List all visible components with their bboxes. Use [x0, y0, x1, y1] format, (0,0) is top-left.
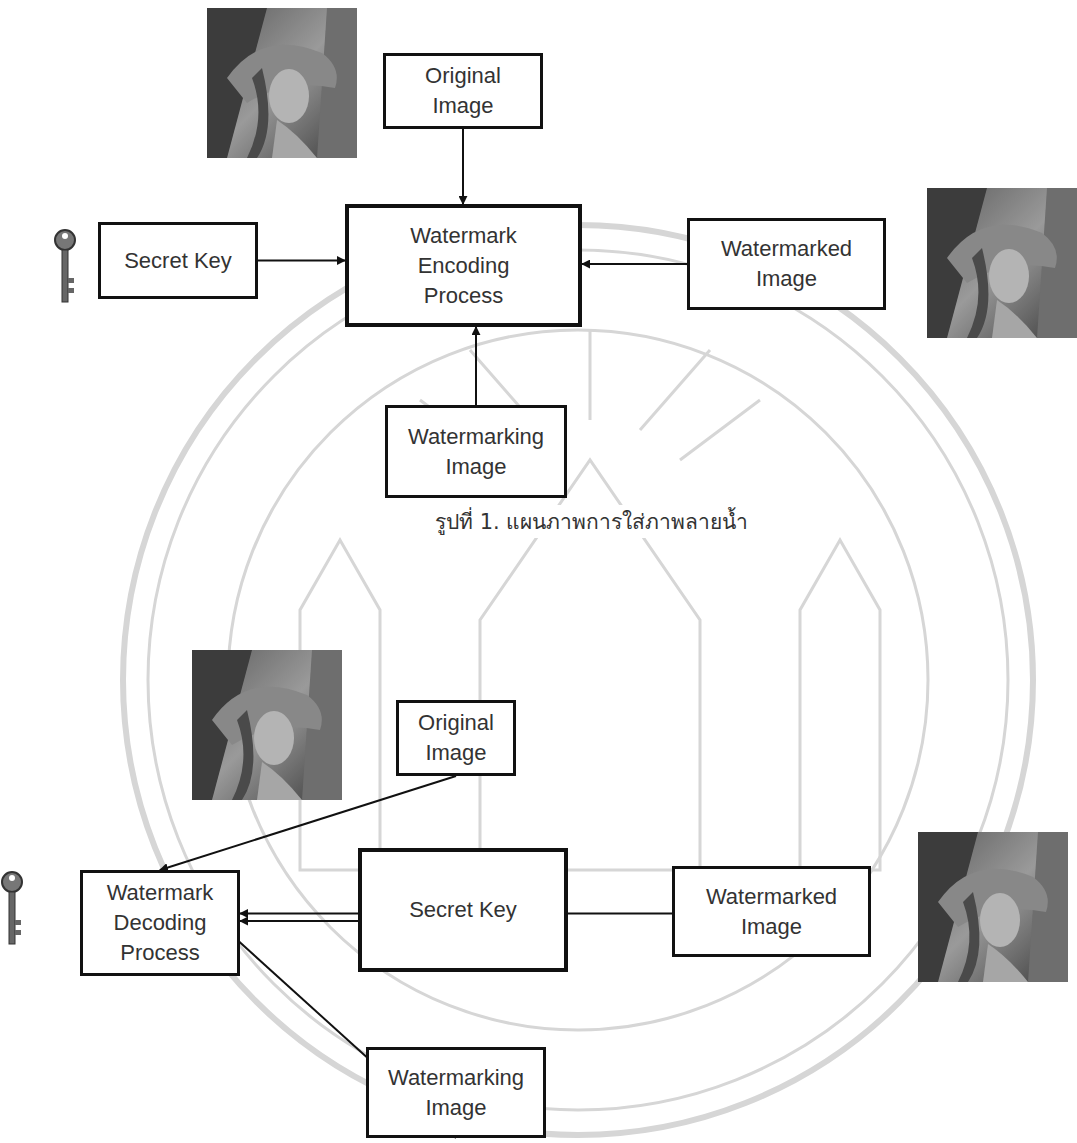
key-icon: [55, 230, 75, 302]
flow-arrow: [475, 327, 477, 405]
box-label: Watermarked Image: [697, 882, 847, 942]
box-label: Original Image: [406, 708, 506, 768]
data-box: Secret Key: [98, 222, 258, 299]
flow-arrow: [582, 263, 687, 265]
figure-caption: รูปที่ 1. แผนภาพการใส่ภาพลายน้ำ: [431, 505, 752, 538]
box-label: Watermarked Image: [712, 234, 862, 294]
watermarked-photo: [918, 832, 1068, 982]
box-label: Watermark Decoding Process: [90, 878, 230, 968]
box-label: Secret Key: [108, 246, 248, 276]
original-photo: [207, 8, 357, 158]
flow-arrow: [258, 260, 345, 262]
data-box: Watermarking Image: [366, 1047, 546, 1138]
flow-arrow: [240, 920, 358, 922]
data-box: Original Image: [396, 700, 516, 776]
data-box: Watermarked Image: [672, 866, 871, 957]
key-icon: [2, 872, 22, 944]
data-box: Watermark Decoding Process: [80, 870, 240, 976]
box-label: Watermarking Image: [396, 422, 556, 482]
original-photo: [192, 650, 342, 800]
data-box: Watermarked Image: [687, 218, 886, 310]
box-label: Secret Key: [378, 895, 548, 925]
watermarked-photo: [927, 188, 1077, 338]
process-box: Watermark Encoding Process: [345, 204, 582, 327]
box-label: Original Image: [403, 61, 523, 121]
box-label: Watermarking Image: [376, 1063, 536, 1123]
box-label: Watermark Encoding Process: [379, 221, 549, 311]
data-box: Watermarking Image: [385, 405, 567, 498]
seal-watermark: [123, 225, 1033, 1135]
data-box: Original Image: [383, 53, 543, 129]
flow-arrow: [462, 129, 464, 204]
process-box: Secret Key: [358, 848, 568, 972]
